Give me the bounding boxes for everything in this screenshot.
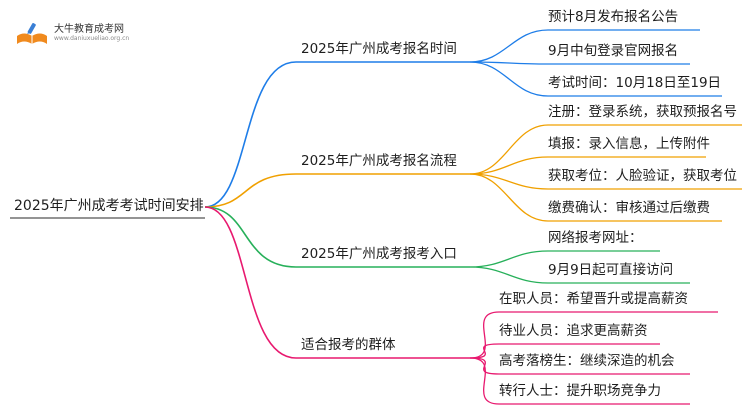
leaf-connector-2-2 [469, 156, 549, 175]
site-logo[interactable]: 大牛教育成考网 www.daniuxueliao.org.cn [14, 18, 164, 48]
leaf-process-fill-in: 填报：录入信息，上传附件 [548, 136, 710, 152]
branch-registration-process: 2025年广州成考报名流程 [301, 153, 457, 169]
leaf-connector-1-1 [469, 29, 549, 63]
branch-connector-3 [204, 206, 297, 268]
leaf-connector-4-4 [469, 357, 500, 405]
branch-registration-time: 2025年广州成考报名时间 [301, 41, 457, 57]
leaf-connector-1-2 [469, 61, 549, 65]
logo-url: www.daniuxueliao.org.cn [54, 35, 130, 42]
leaf-connector-1-3 [469, 61, 549, 97]
leaf-time-announcement: 预计8月发布报名公告 [548, 9, 679, 25]
leaf-group-career-change: 转行人士：提升职场竞争力 [499, 383, 661, 399]
leaf-connector-2-1 [469, 124, 549, 175]
leaf-process-exam-seat: 获取考位：人脸验证，获取考位 [548, 168, 737, 184]
branch-registration-entry: 2025年广州成考报考入口 [301, 246, 457, 262]
leaf-connector-3-1 [469, 250, 549, 268]
branch-connector-4 [204, 206, 297, 359]
branch-connector-2 [204, 173, 297, 208]
leaf-time-exam-date: 考试时间：10月18日至19日 [548, 75, 722, 91]
leaf-connector-2-3 [469, 173, 549, 190]
leaf-group-unemployed: 待业人员：追求更高薪资 [499, 323, 648, 339]
book-with-pencil-icon [17, 23, 47, 44]
leaf-time-online-signup: 9月中旬登录官网报名 [548, 43, 679, 59]
logo-title: 大牛教育成考网 [54, 24, 124, 35]
leaf-entry-website: 网络报考网址： [548, 230, 643, 246]
leaf-connector-4-2 [469, 343, 500, 359]
leaf-process-register: 注册：登录系统，获取预报名号 [548, 104, 737, 120]
branch-connector-1 [204, 61, 297, 208]
leaf-group-exam-failed: 高考落榜生：继续深造的机会 [499, 353, 675, 369]
root-node: 2025年广州成考考试时间安排 [14, 198, 204, 214]
leaf-connector-2-4 [469, 173, 549, 222]
leaf-connector-4-1 [469, 311, 500, 359]
leaf-group-employed: 在职人员：希望晋升或提高薪资 [499, 291, 688, 307]
leaf-process-payment: 缴费确认：审核通过后缴费 [548, 200, 710, 216]
branch-target-groups: 适合报考的群体 [301, 337, 396, 353]
leaf-connector-3-2 [469, 266, 549, 284]
leaf-entry-access-date: 9月9日起可直接访问 [548, 262, 674, 278]
